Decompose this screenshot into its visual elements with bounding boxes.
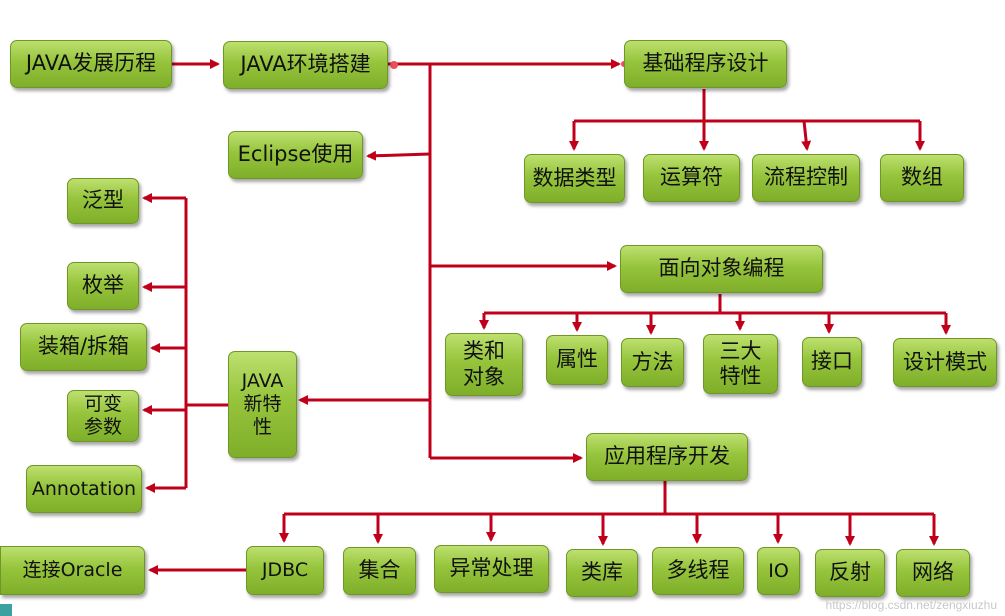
node-eclipse[interactable]: Eclipse使用	[228, 131, 363, 179]
node-network[interactable]: 网络	[896, 549, 970, 597]
node-java-new-features[interactable]: JAVA 新特 性	[228, 351, 297, 458]
node-enums[interactable]: 枚举	[67, 262, 139, 310]
node-collections[interactable]: 集合	[343, 547, 416, 595]
node-annotation[interactable]: Annotation	[26, 465, 142, 513]
node-oop[interactable]: 面向对象编程	[620, 245, 823, 293]
node-attributes[interactable]: 属性	[546, 335, 608, 385]
node-three-features[interactable]: 三大 特性	[703, 334, 778, 394]
node-interfaces[interactable]: 接口	[802, 337, 862, 387]
watermark-text: https://blog.csdn.net/zengxiuzhu	[825, 598, 997, 612]
node-jdbc[interactable]: JDBC	[246, 546, 324, 595]
node-threads[interactable]: 多线程	[652, 547, 744, 595]
node-io[interactable]: IO	[757, 547, 800, 595]
node-app-dev[interactable]: 应用程序开发	[586, 433, 748, 481]
node-arrays[interactable]: 数组	[880, 154, 964, 202]
node-exceptions[interactable]: 异常处理	[434, 545, 549, 593]
node-basic-design[interactable]: 基础程序设计	[624, 40, 787, 88]
node-connect-oracle[interactable]: 连接Oracle	[0, 546, 145, 595]
corner-marker	[0, 604, 12, 616]
node-boxing[interactable]: 装箱/拆箱	[20, 323, 147, 371]
node-flow-control[interactable]: 流程控制	[752, 154, 860, 202]
node-generics[interactable]: 泛型	[67, 178, 139, 224]
node-class-library[interactable]: 类库	[566, 549, 638, 597]
node-class-object[interactable]: 类和 对象	[445, 333, 523, 396]
node-reflection[interactable]: 反射	[815, 549, 885, 597]
node-java-history[interactable]: JAVA发展历程	[10, 40, 172, 88]
node-java-env[interactable]: JAVA环境搭建	[223, 41, 388, 89]
node-data-types[interactable]: 数据类型	[524, 154, 625, 203]
node-varargs[interactable]: 可变 参数	[67, 390, 139, 442]
node-operators[interactable]: 运算符	[643, 154, 740, 202]
node-design-patterns[interactable]: 设计模式	[893, 338, 997, 387]
node-methods[interactable]: 方法	[621, 338, 684, 387]
